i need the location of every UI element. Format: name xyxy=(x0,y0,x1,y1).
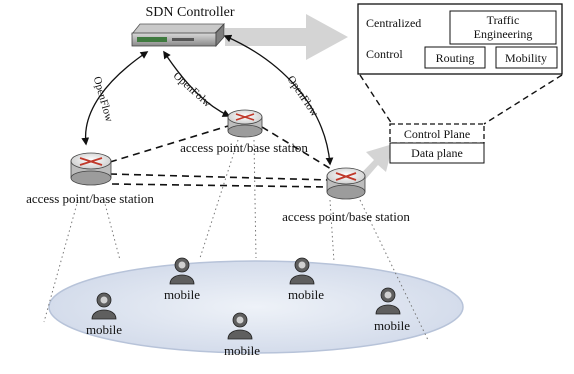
mobility-box xyxy=(495,46,558,69)
mobile-label-3: mobile xyxy=(86,322,122,337)
mobile-label-1: mobile xyxy=(164,287,200,302)
mobile-user-icon-5 xyxy=(227,312,253,340)
control-plane-label: Control Plane xyxy=(404,127,470,141)
sdn-controller-title: SDN Controller xyxy=(145,5,234,20)
traffic-engineering-line2: Engineering xyxy=(474,27,533,41)
router-icon-left xyxy=(70,152,112,186)
grey-arrow-top xyxy=(225,14,348,60)
zoom-lines xyxy=(359,74,563,125)
control-label: Control xyxy=(366,47,403,61)
mobile-label-2: mobile xyxy=(288,287,324,302)
mobile-user-icon-1 xyxy=(169,257,195,285)
mobile-label-4: mobile xyxy=(374,318,410,333)
router-icon-middle xyxy=(227,109,263,138)
mobile-label-5: mobile xyxy=(224,343,260,358)
ap-label-right: access point/base station xyxy=(282,209,410,224)
openflow-label-middle: OpenFolw xyxy=(171,70,214,110)
mobile-coverage-area xyxy=(48,260,464,354)
ap-label-middle: access point/base station xyxy=(180,140,308,155)
traffic-engineering-box xyxy=(449,10,557,45)
mobile-user-icon-2 xyxy=(289,257,315,285)
coverage-lines xyxy=(43,139,429,341)
centralized-label: Centralized xyxy=(366,16,421,30)
openflow-label-right: OpenFlow xyxy=(285,74,321,119)
openflow-arrow-left xyxy=(81,51,149,146)
data-plane-box xyxy=(389,142,485,164)
mobile-user-icon-3 xyxy=(91,292,117,320)
routing-label: Routing xyxy=(436,51,475,65)
router-icon-right xyxy=(326,167,366,200)
openflow-arrow-middle xyxy=(163,50,231,117)
routing-box xyxy=(424,46,486,69)
ap-links xyxy=(109,125,337,188)
mobility-label: Mobility xyxy=(505,51,547,65)
ap-label-left: access point/base station xyxy=(26,191,154,206)
data-plane-label: Data plane xyxy=(411,146,463,160)
openflow-arrow-right xyxy=(223,34,334,166)
traffic-engineering-line1: Traffic xyxy=(487,13,520,27)
sdn-controller-device xyxy=(131,22,225,48)
mobile-user-icon-4 xyxy=(375,287,401,315)
